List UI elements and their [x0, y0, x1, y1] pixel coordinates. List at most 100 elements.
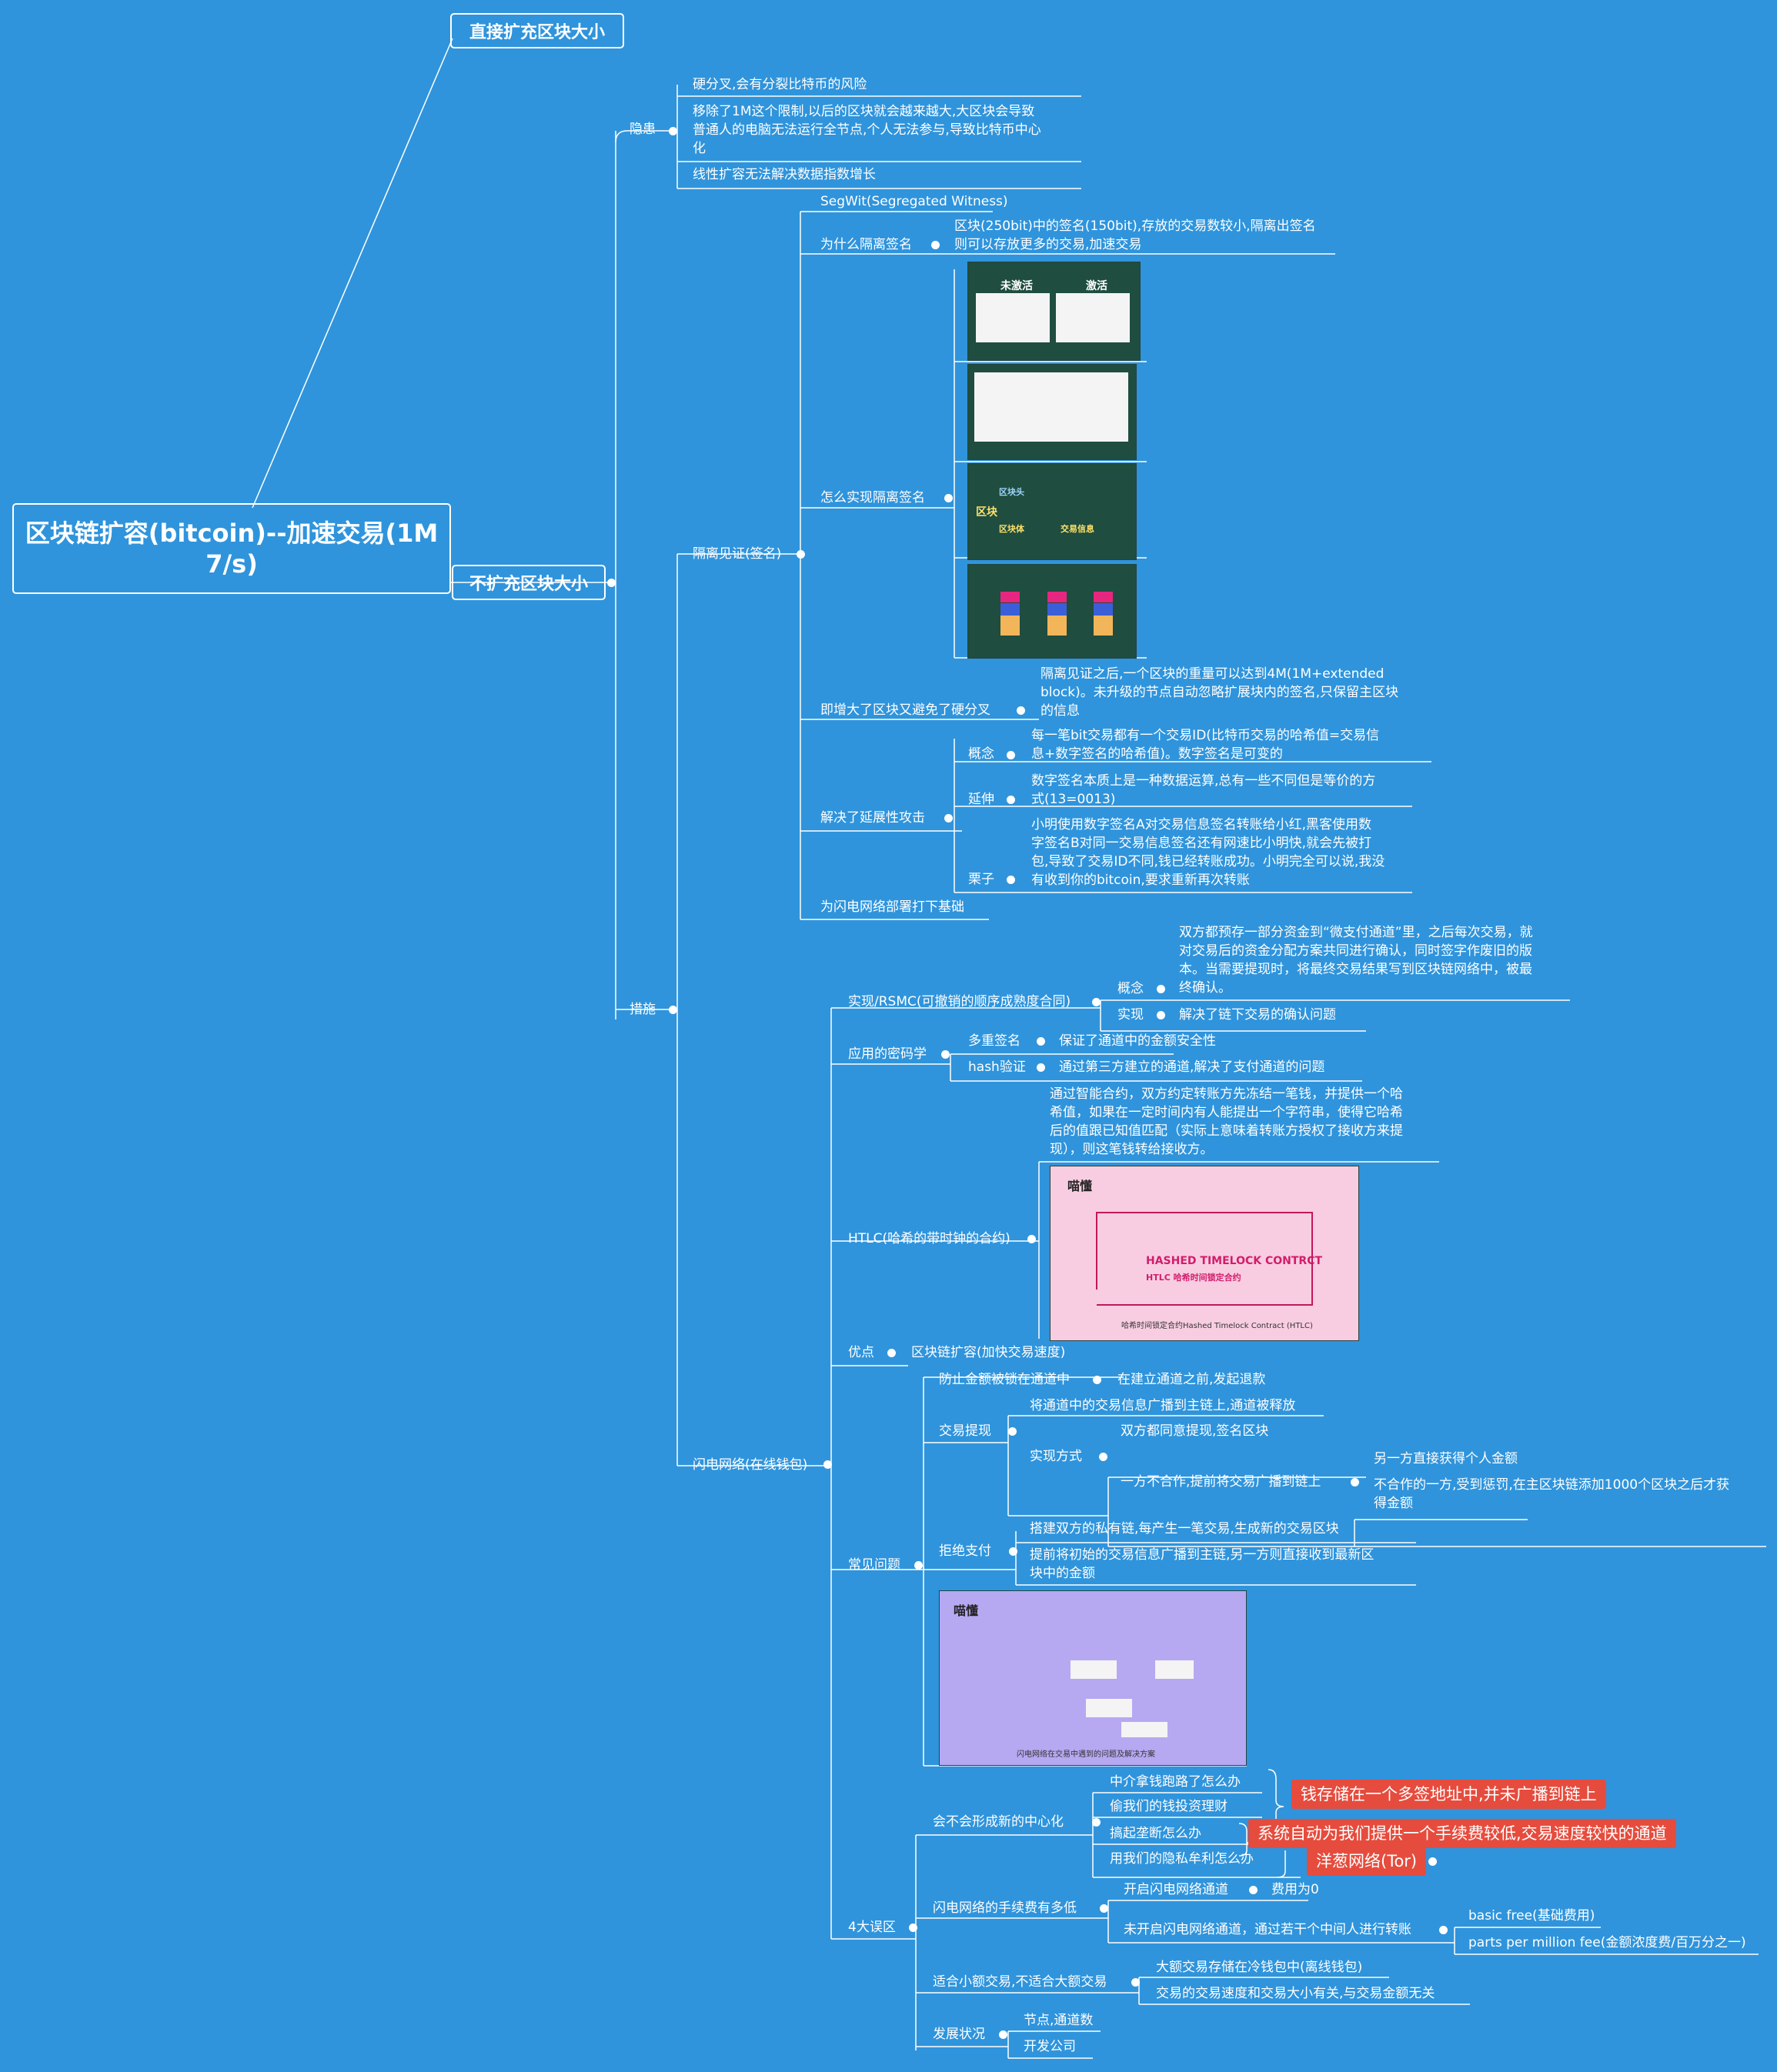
segwit-name[interactable]: SegWit(Segregated Witness)	[820, 194, 1008, 209]
rsmc-impl-label[interactable]: 实现	[1117, 1007, 1144, 1023]
collapse-dot-measures[interactable]	[669, 1006, 677, 1014]
faq-withdraw-1[interactable]: 将通道中的交易信息广播到主链上,通道被释放	[1030, 1398, 1296, 1413]
topic-segwit[interactable]: 隔离见证(签名)	[693, 546, 782, 562]
malleability-concept-label[interactable]: 概念	[968, 746, 994, 762]
segwit-why-label[interactable]: 为什么隔离签名	[820, 237, 912, 252]
malleability-extend-text[interactable]: 数字签名本质上是一种数据运算,总有一些不同但是等价的方 式(13=0013)	[1031, 773, 1376, 807]
faq-withdraw-label[interactable]: 交易提现	[939, 1423, 991, 1439]
collapse-dot-faq[interactable]	[914, 1561, 923, 1570]
collapse-dot-fee-closed[interactable]	[1439, 1926, 1448, 1934]
rsmc-concept-text[interactable]: 双方都预存一部分资金到“微支付通道”里，之后每次交易，就 对交易后的资金分配方案…	[1179, 925, 1533, 996]
fee-zero[interactable]: 费用为0	[1271, 1882, 1319, 1897]
small-item-2[interactable]: 交易的交易速度和交易大小有关,与交易金额无关	[1156, 1986, 1435, 2001]
small-label[interactable]: 适合小额交易,不适合大额交易	[933, 1974, 1107, 1990]
collapse-dot-crypto[interactable]	[941, 1050, 950, 1059]
segwit-lightning-base[interactable]: 为闪电网络部署打下基础	[820, 899, 964, 915]
fee-open[interactable]: 开启闪电网络通道	[1124, 1882, 1228, 1897]
topic-direct-expand[interactable]: 直接扩充区块大小	[450, 13, 624, 48]
faq-refuse-2[interactable]: 提前将初始的交易信息广播到主链,另一方则直接收到最新区 块中的金额	[1030, 1547, 1375, 1581]
collapse-dot-why[interactable]	[931, 241, 940, 249]
root-topic[interactable]: 区块链扩容(bitcoin)--加速交易(1M 7/s)	[12, 503, 451, 594]
collapse-dot-lock[interactable]	[1093, 1376, 1101, 1384]
collapse-dot-impl[interactable]	[1099, 1453, 1107, 1461]
collapse-dot-small[interactable]	[1131, 1978, 1140, 1987]
collapse-dot-central[interactable]	[1092, 1818, 1101, 1827]
rsmc-concept-label[interactable]: 概念	[1117, 981, 1144, 996]
collapse-dot-multisig[interactable]	[1037, 1037, 1045, 1046]
collapse-dot-fee-open[interactable]	[1249, 1886, 1258, 1894]
lightning-adv-text[interactable]: 区块链扩容(加快交易速度)	[911, 1345, 1066, 1360]
malleability-concept-text[interactable]: 每一笔bit交易都有一个交易ID(比特币交易的哈希值=交易信 息+数字签名的哈希…	[1031, 728, 1380, 762]
collapse-dot-concept[interactable]	[1007, 751, 1015, 759]
collapse-dot-example[interactable]	[1007, 876, 1015, 884]
fee-ppm[interactable]: parts per million fee(金额浓度费/百万分之一)	[1468, 1935, 1746, 1950]
answer-auto-channel[interactable]: 系统自动为我们提供一个手续费较低,交易速度较快的通道	[1248, 1819, 1676, 1848]
crypto-multisig-label[interactable]: 多重签名	[968, 1033, 1020, 1049]
topic-misunderstand[interactable]: 4大误区	[848, 1920, 896, 1935]
faq-lock-text[interactable]: 在建立通道之前,发起退款	[1117, 1372, 1266, 1387]
segwit-malleability-label[interactable]: 解决了延展性攻击	[820, 810, 925, 826]
hidden-item-2[interactable]: 移除了1M这个限制,以后的区块就会越来越大,大区块会导致 普通人的电脑无法运行全…	[693, 104, 1041, 156]
malleability-example-text[interactable]: 小明使用数字签名A对交易信息签名转账给小红,黑客使用数 字签名B对同一交易信息签…	[1031, 817, 1385, 888]
lightning-crypto-label[interactable]: 应用的密码学	[848, 1046, 927, 1062]
faq-refuse-1[interactable]: 搭建双方的私有链,每产生一笔交易,生成新的交易区块	[1030, 1521, 1339, 1536]
collapse-dot-fee[interactable]	[1100, 1904, 1108, 1913]
lightning-faq-label[interactable]: 常见问题	[848, 1557, 900, 1573]
segwit-increase-label[interactable]: 即增大了区块又避免了硬分叉	[820, 702, 990, 718]
collapse-dot-rsmc-impl[interactable]	[1157, 1011, 1165, 1019]
collapse-dot-malleability[interactable]	[944, 814, 953, 822]
small-item-1[interactable]: 大额交易存储在冷钱包中(离线钱包)	[1156, 1960, 1363, 1975]
collapse-dot-misunderstand[interactable]	[909, 1924, 917, 1932]
collapse-dot-rsmc[interactable]	[1092, 998, 1101, 1006]
collapse-dot-lightning[interactable]	[823, 1460, 832, 1469]
topic-no-expand[interactable]: 不扩充区块大小	[452, 565, 606, 600]
malleability-extend-label[interactable]: 延伸	[968, 792, 994, 807]
fee-basic[interactable]: basic free(基础费用)	[1468, 1908, 1595, 1924]
htlc-text[interactable]: 通过智能合约，双方约定转账方先冻结一笔钱，并提供一个哈 希值，如果在一定时间内有…	[1050, 1086, 1403, 1157]
faq-lock-label[interactable]: 防止金额被锁在通道中	[939, 1372, 1070, 1387]
topic-measures[interactable]: 措施	[630, 1002, 656, 1017]
collapse-dot-increase[interactable]	[1017, 706, 1025, 715]
segwit-why-text[interactable]: 区块(250bit)中的签名(150bit),存放的交易数较小,隔离出签名 则可…	[954, 219, 1316, 252]
fee-closed[interactable]: 未开启闪电网络通道，通过若干个中间人进行转账	[1124, 1922, 1411, 1937]
faq-impl-1[interactable]: 双方都同意提现,签名区块	[1121, 1423, 1269, 1439]
faq-impl-2a[interactable]: 另一方直接获得个人金额	[1374, 1451, 1518, 1466]
central-label[interactable]: 会不会形成新的中心化	[933, 1814, 1064, 1830]
hidden-item-3[interactable]: 线性扩容无法解决数据指数增长	[693, 167, 876, 182]
rsmc-impl-text[interactable]: 解决了链下交易的确认问题	[1179, 1007, 1336, 1023]
crypto-multisig-text[interactable]: 保证了通道中的金额安全性	[1059, 1033, 1216, 1049]
lightning-htlc-label[interactable]: HTLC(哈希的带时钟的合约)	[848, 1231, 1010, 1246]
collapse-dot-noexpand[interactable]	[607, 579, 616, 587]
topic-hidden-risks[interactable]: 隐患	[630, 122, 656, 137]
segwit-increase-text[interactable]: 隔离见证之后,一个区块的重量可以达到4M(1M+extended block)。…	[1040, 666, 1399, 719]
topic-lightning[interactable]: 闪电网络(在线钱包)	[693, 1457, 808, 1473]
faq-impl-label[interactable]: 实现方式	[1030, 1449, 1082, 1464]
lightning-rsmc-label[interactable]: 实现/RSMC(可撤销的顺序成熟度合同)	[848, 994, 1071, 1009]
status-item-1[interactable]: 节点,通道数	[1024, 2013, 1094, 2028]
crypto-hash-text[interactable]: 通过第三方建立的通道,解决了支付通道的问题	[1059, 1059, 1325, 1075]
status-item-2[interactable]: 开发公司	[1024, 2039, 1076, 2054]
hidden-item-1[interactable]: 硬分叉,会有分裂比特币的风险	[693, 77, 867, 92]
faq-impl-2[interactable]: 一方不合作,提前将交易广播到链上	[1121, 1474, 1321, 1490]
collapse-dot-adv[interactable]	[887, 1349, 896, 1357]
collapse-dot-rsmc-concept[interactable]	[1157, 985, 1165, 993]
central-item-1[interactable]: 中介拿钱跑路了怎么办	[1110, 1774, 1241, 1790]
fee-label[interactable]: 闪电网络的手续费有多低	[933, 1900, 1077, 1916]
collapse-dot-hidden[interactable]	[669, 127, 677, 135]
crypto-hash-label[interactable]: hash验证	[968, 1059, 1026, 1075]
collapse-dot-how[interactable]	[944, 494, 953, 502]
collapse-dot-extend[interactable]	[1007, 796, 1015, 804]
central-item-4[interactable]: 用我们的隐私牟利怎么办	[1110, 1851, 1254, 1867]
lightning-adv-label[interactable]: 优点	[848, 1345, 874, 1360]
segwit-how-label[interactable]: 怎么实现隔离签名	[820, 490, 925, 505]
answer-multisig[interactable]: 钱存储在一个多签地址中,并未广播到链上	[1291, 1780, 1606, 1809]
collapse-dot-refuse[interactable]	[1009, 1547, 1017, 1556]
collapse-dot-withdraw[interactable]	[1008, 1427, 1017, 1436]
central-item-3[interactable]: 搞起垄断怎么办	[1110, 1826, 1201, 1841]
collapse-dot-impl-2[interactable]	[1351, 1478, 1359, 1486]
collapse-dot-segwit[interactable]	[797, 550, 805, 559]
collapse-dot-status[interactable]	[999, 2030, 1007, 2039]
collapse-dot-hash[interactable]	[1037, 1063, 1045, 1072]
collapse-dot-htlc[interactable]	[1027, 1235, 1036, 1243]
answer-tor[interactable]: 洋葱网络(Tor)	[1307, 1847, 1427, 1876]
